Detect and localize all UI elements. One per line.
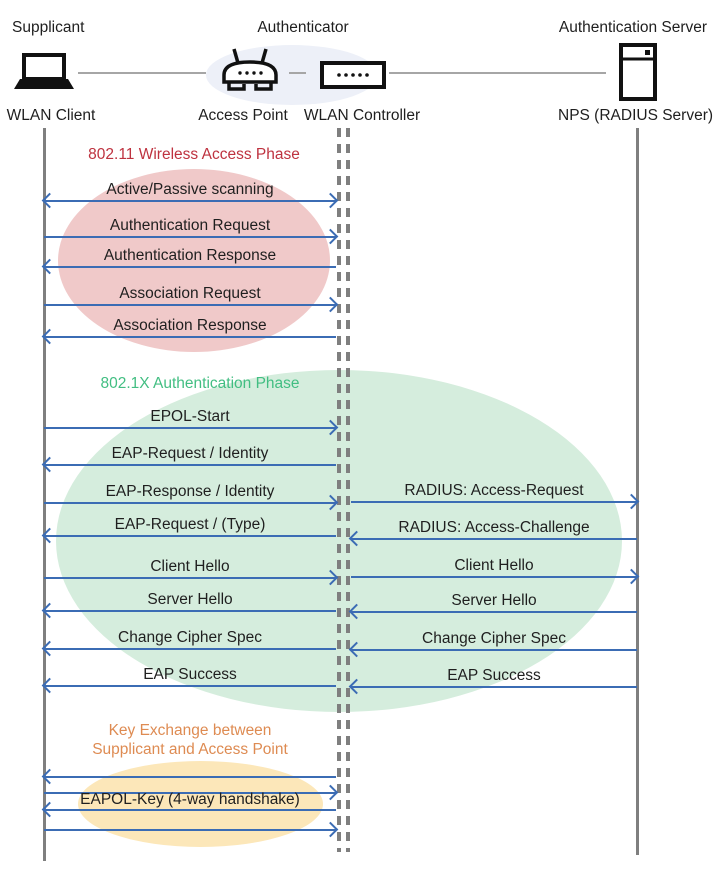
- message-change-cipher-spec-right: Change Cipher Spec: [348, 630, 637, 658]
- message-authentication-request: Authentication Request: [44, 217, 339, 245]
- message-eap-request-type: EAP-Request / (Type): [41, 516, 336, 544]
- handshake-arrow-4: [44, 821, 339, 838]
- handshake-arrow-2: [44, 784, 339, 801]
- message-arrow: [41, 677, 336, 694]
- phase3-ellipse: [78, 761, 323, 847]
- message-arrow: [348, 603, 637, 620]
- message-association-response: Association Response: [41, 317, 336, 345]
- message-arrow: [351, 568, 640, 585]
- link-client-ap: [78, 72, 206, 74]
- message-arrow: [41, 640, 336, 657]
- device-label-nps-radius-server: NPS (RADIUS Server): [558, 107, 713, 124]
- lifeline-dashed-left: [337, 128, 341, 852]
- device-label-wlan-client: WLAN Client: [6, 107, 96, 124]
- message-change-cipher-spec-left: Change Cipher Spec: [41, 629, 336, 657]
- message-arrow: [41, 456, 336, 473]
- handshake-arrow-1: [41, 768, 336, 785]
- message-client-hello-left: Client Hello: [44, 558, 339, 586]
- message-radius-access-challenge: RADIUS: Access-Challenge: [348, 519, 637, 547]
- message-eap-success-left: EAP Success: [41, 666, 336, 694]
- message-arrow: [44, 419, 339, 436]
- message-active-passive-scanning: Active/Passive scanning: [41, 181, 339, 209]
- phase2-title: 802.1X Authentication Phase: [100, 375, 300, 392]
- message-arrow: [41, 602, 336, 619]
- link-controller-server: [389, 72, 606, 74]
- phase1-title: 802.11 Wireless Access Phase: [88, 146, 300, 163]
- wlan-controller-icon: [320, 61, 386, 89]
- message-arrow: [44, 228, 339, 245]
- lifeline-wlan-client: [43, 128, 46, 861]
- message-arrow: [41, 258, 336, 275]
- message-arrow: [348, 641, 637, 658]
- message-arrow: [41, 527, 336, 544]
- laptop-icon: [14, 53, 74, 89]
- message-epol-start: EPOL-Start: [44, 408, 339, 436]
- role-authenticator: Authenticator: [257, 19, 349, 36]
- message-arrow: [348, 530, 637, 547]
- role-authentication-server: Authentication Server: [558, 19, 708, 36]
- message-eapol-key: EAPOL-Key (4-way handshake): [41, 791, 336, 818]
- message-server-hello-left: Server Hello: [41, 591, 336, 619]
- message-radius-access-request: RADIUS: Access-Request: [351, 482, 640, 510]
- message-arrow: [44, 569, 339, 586]
- lifeline-radius-server: [636, 128, 639, 855]
- message-eap-success-right: EAP Success: [348, 667, 637, 695]
- message-association-request: Association Request: [44, 285, 339, 313]
- message-arrow: [348, 678, 637, 695]
- access-point-icon: [222, 48, 278, 91]
- server-icon: [619, 43, 657, 101]
- link-ap-controller: [289, 72, 306, 74]
- message-arrow: [41, 192, 339, 209]
- message-arrow: [44, 296, 339, 313]
- message-arrow: [41, 801, 336, 818]
- device-label-wlan-controller: WLAN Controller: [303, 107, 421, 124]
- lifeline-dashed-right: [346, 128, 350, 852]
- role-supplicant: Supplicant: [12, 19, 85, 36]
- phase3-title-line1: Key Exchange between: [108, 722, 272, 739]
- message-arrow: [351, 493, 640, 510]
- phase3-title-line2: Supplicant and Access Point: [92, 741, 288, 758]
- message-client-hello-right: Client Hello: [351, 557, 640, 585]
- message-arrow: [41, 328, 336, 345]
- message-server-hello-right: Server Hello: [348, 592, 637, 620]
- device-label-access-point: Access Point: [198, 107, 288, 124]
- message-arrow: [44, 494, 339, 511]
- message-authentication-response: Authentication Response: [41, 247, 336, 275]
- message-eap-request-identity: EAP-Request / Identity: [41, 445, 336, 473]
- phase1-ellipse: [58, 169, 330, 352]
- message-eap-response-identity: EAP-Response / Identity: [44, 483, 339, 511]
